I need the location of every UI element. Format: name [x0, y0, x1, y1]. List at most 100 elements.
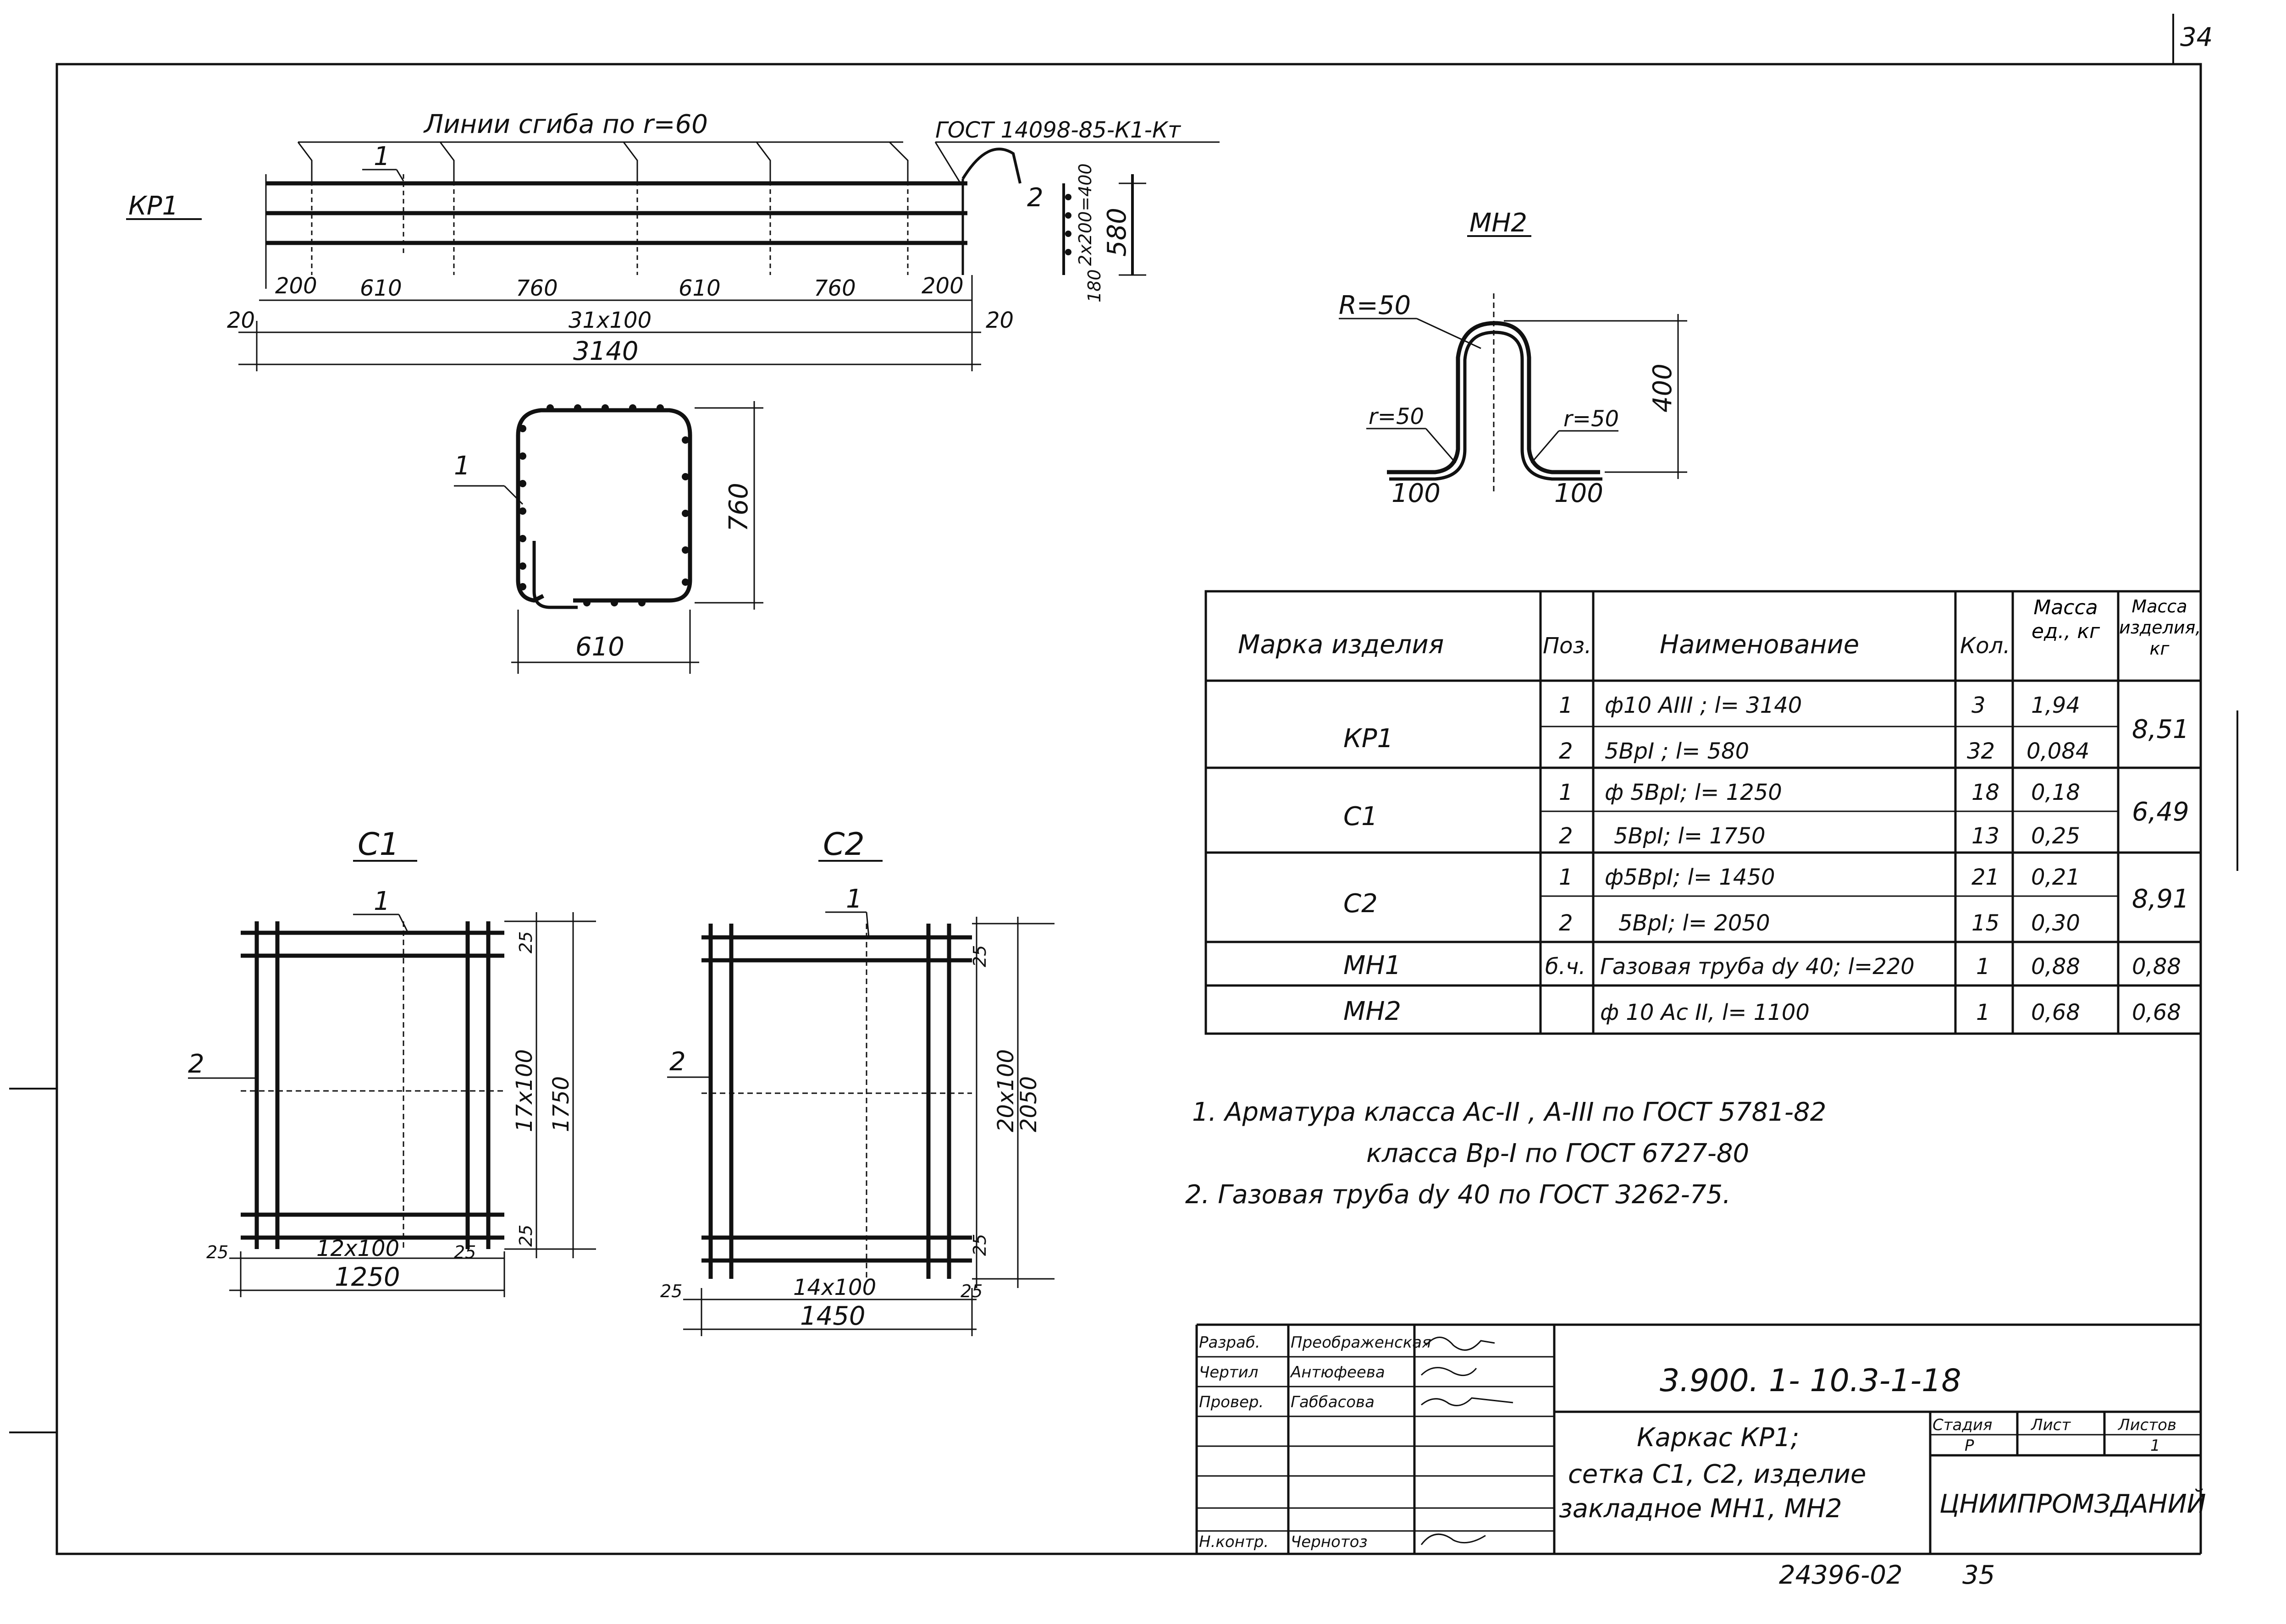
sheet-number: 34: [2180, 22, 2213, 52]
tb-title-line-2: сетка С1, С2, изделие: [1568, 1459, 1866, 1489]
spec-mass: 0,21: [2031, 864, 2080, 890]
tb-doc-code: 3.900. 1- 10.3-1-18: [1660, 1363, 1961, 1399]
page-number: 35: [1962, 1560, 1995, 1590]
tb-sheets-label: Листов: [2117, 1416, 2176, 1434]
kp1-dim-4: 610: [679, 275, 721, 301]
spec-total-kp1: 8,51: [2132, 715, 2189, 744]
spec-pos: 1: [1559, 780, 1573, 805]
c1-pos1: 1: [374, 886, 390, 916]
c2-bottom-end: 25: [970, 1234, 990, 1256]
tb-sheet-label: Лист: [2030, 1416, 2071, 1434]
margin-ticks: [9, 710, 2238, 1433]
spec-mass: 0,18: [2031, 780, 2080, 805]
spec-name: ф10 АIII ; l= 3140: [1605, 693, 1802, 718]
c2-total-h: 1450: [800, 1301, 866, 1331]
kp1-pos1: 1: [374, 142, 390, 171]
spec-header-name: Наименование: [1660, 630, 1859, 660]
spec-header-item-mass-box: Масса изделия, кг: [2119, 596, 2200, 659]
kp1-label: КР1: [128, 191, 178, 221]
note-2: 2. Газовая труба dу 40 по ГОСТ 3262-75.: [1185, 1180, 1731, 1210]
mn2-label: МН2: [1469, 208, 1527, 238]
mn2-radius: R=50: [1339, 291, 1411, 320]
c1-left-end: 25: [206, 1242, 228, 1262]
spec-table-grid: [1204, 590, 2202, 1035]
c1-bars: [241, 921, 504, 1249]
spec-mark-mn1: МН1: [1343, 951, 1401, 980]
c1-pitch-h: 12x100: [316, 1236, 399, 1261]
tb-signatures: [1420, 1337, 1513, 1545]
kp1-end-right: 20: [986, 308, 1014, 333]
tb-name-6: Чернотоз: [1291, 1533, 1368, 1551]
sheet-frame: [55, 14, 2202, 1555]
spec-qty: 15: [1971, 910, 1999, 936]
notes: 1. Арматура класса Ас-II , А-III по ГОСТ…: [1185, 1097, 1826, 1210]
tb-name-2: Габбасова: [1291, 1393, 1375, 1411]
c1-dims: [229, 912, 596, 1297]
spec-pos: 2: [1559, 738, 1573, 764]
kp1-dim-5: 760: [814, 275, 856, 301]
spec-name: 5ВрI; l= 2050: [1618, 910, 1770, 936]
c2-pos1: 1: [846, 884, 862, 914]
c2-label: С2: [823, 826, 865, 863]
c1-mesh: С1 1 2 25: [188, 826, 596, 1297]
spec-header-mark: Марка изделия: [1238, 630, 1444, 660]
c1-label: С1: [358, 826, 399, 863]
kp1-side-bar: [961, 148, 1134, 275]
spec-mass: 1,94: [2031, 693, 2080, 718]
kp1-pitch: 31x100: [569, 308, 652, 333]
mn2-drawing: МН2 R=50 r=50 r=50 400 100 100: [1339, 208, 1687, 508]
spec-total-mn2: 0,68: [2132, 1000, 2181, 1025]
tb-name-0: Преображенская: [1291, 1333, 1431, 1352]
spec-header-unit-mass-box: Масса ед., кг: [2032, 596, 2100, 643]
spec-mass: 0,30: [2031, 910, 2080, 936]
c2-right-end: 25: [961, 1281, 983, 1301]
c1-pos2: 2: [188, 1049, 204, 1079]
spec-name: ф 10 Ас II, l= 1100: [1600, 1000, 1810, 1025]
c2-mesh: С2 1 2 25: [660, 826, 1055, 1336]
spec-qty: 1: [1976, 954, 1990, 980]
spec-qty: 1: [1976, 1000, 1990, 1025]
kp1-pos2: 2: [1027, 183, 1044, 213]
note-1b: класса Вр-I по ГОСТ 6727-80: [1366, 1139, 1749, 1168]
tb-stage-label: Стадия: [1933, 1416, 1992, 1434]
spec-mass: 0,68: [2031, 1000, 2080, 1025]
kp1-side-total: 580: [1102, 208, 1132, 257]
c1-total-v: 1750: [548, 1076, 574, 1132]
tb-org: ЦНИИПРОМЗДАНИЙ: [1939, 1489, 2206, 1519]
kp1-dim-1: 200: [275, 273, 317, 299]
c2-top-end: 25: [970, 945, 990, 967]
spec-qty: 13: [1971, 823, 1999, 849]
spec-mark-kp1: КР1: [1343, 724, 1393, 754]
tb-name-1: Антюфеева: [1290, 1363, 1385, 1382]
mn2-r-left: r=50: [1369, 404, 1424, 429]
spec-header-item-mass: Масса изделия, кг: [2119, 596, 2200, 659]
c2-pitch-v: 20x100: [993, 1049, 1019, 1132]
kp1-section-bars: [519, 404, 689, 606]
tb-stage: Р: [1965, 1437, 1974, 1455]
kp1-dim-3: 760: [516, 275, 558, 301]
archive-number: 24396-02: [1779, 1560, 1903, 1590]
mn2-dims: [1504, 314, 1687, 479]
kp1-standard: ГОСТ 14098-85-К1-Кт: [935, 117, 1182, 143]
kp1-dim-6: 200: [922, 273, 964, 299]
kp1-total: 3140: [573, 336, 639, 366]
c1-top-end: 25: [516, 931, 536, 953]
tb-role-0: Разраб.: [1199, 1333, 1260, 1352]
kp1-bend-lines: [311, 174, 909, 275]
spec-header-qty: Кол.: [1960, 633, 2010, 659]
c2-centerlines: [701, 924, 972, 1279]
spec-mass: 0,88: [2031, 954, 2080, 980]
spec-pos: 2: [1559, 910, 1573, 936]
kp1-side-pitch: 2x200=400: [1075, 163, 1095, 266]
spec-qty: 21: [1971, 864, 1999, 890]
c2-pos2: 2: [669, 1047, 686, 1077]
spec-total-c2: 8,91: [2132, 884, 2189, 914]
spec-mark-mn2: МН2: [1343, 996, 1401, 1026]
tb-title-line-3: закладное МН1, МН2: [1559, 1494, 1842, 1524]
c1-bottom-end: 25: [516, 1225, 536, 1247]
kp1-bend-leaders: [297, 141, 961, 184]
kp1-section-width: 610: [575, 632, 624, 662]
tb-title-line-1: Каркас КР1;: [1637, 1423, 1799, 1453]
spec-mass: 0,084: [2026, 738, 2089, 764]
